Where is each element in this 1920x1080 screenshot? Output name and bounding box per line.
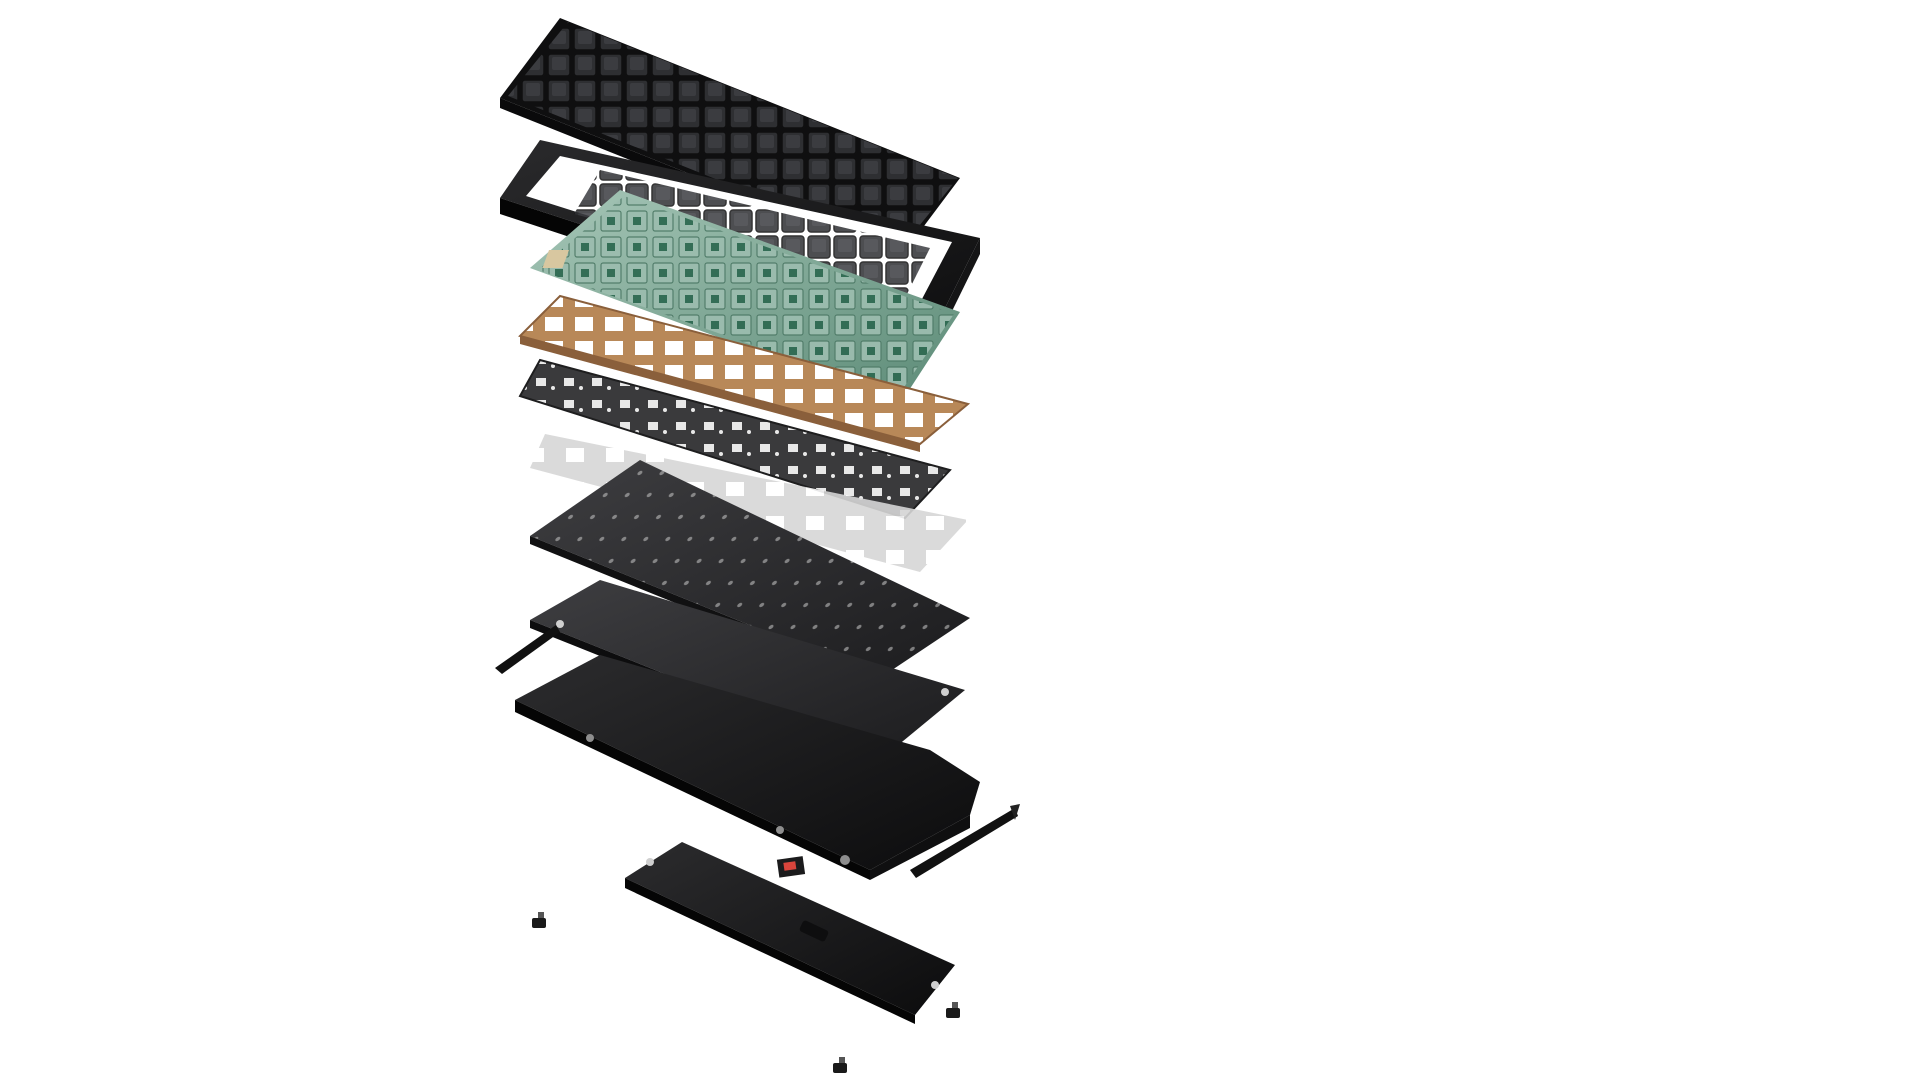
layer-stack — [495, 18, 1020, 1073]
foot-left — [532, 912, 546, 928]
foot-right — [946, 1002, 960, 1018]
battery-cover — [625, 842, 955, 1024]
bottom-case — [515, 655, 980, 880]
power-switch — [776, 856, 806, 878]
gasket-plate — [518, 294, 971, 452]
side-leg-right — [910, 804, 1020, 878]
side-leg-left — [495, 625, 560, 674]
foot-bottom — [833, 1057, 847, 1073]
